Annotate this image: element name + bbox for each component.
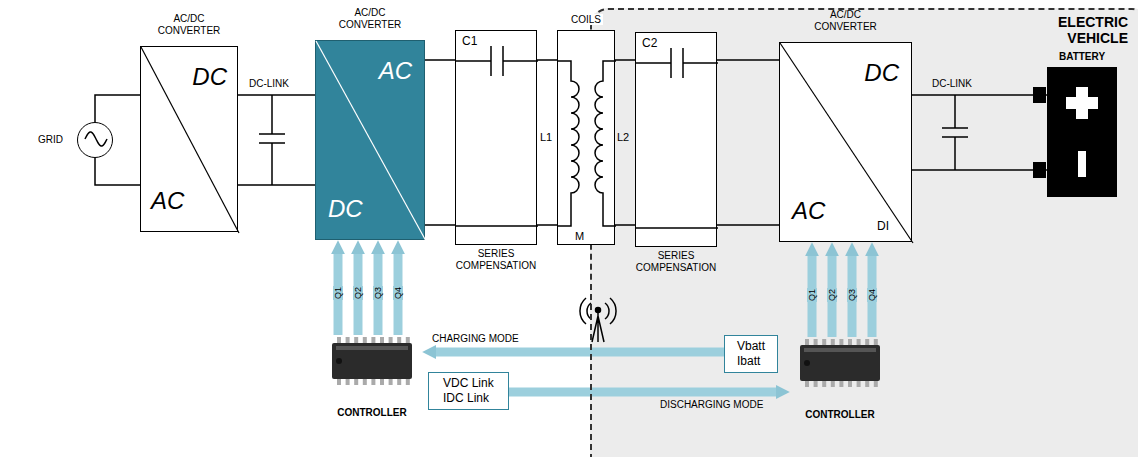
compensation-box: C1SERIES COMPENSATION (455, 30, 537, 245)
converter-box: AC/DC CONVERTERACDC (315, 40, 425, 240)
dc-link-capacitor (942, 95, 968, 170)
edge-label: Q1 (333, 285, 343, 299)
node-text: DC (328, 195, 363, 223)
coils-box: COILSL1L2M (557, 30, 615, 245)
measurement-box: VDC LinkIDC Link (428, 372, 509, 410)
node-text: DC (192, 63, 227, 91)
plus-sign (1066, 87, 1098, 119)
capacitor-symbol (456, 46, 538, 226)
node-text: Vbatt (737, 339, 765, 354)
node-text: AC (151, 187, 184, 215)
edge-label: Q2 (353, 285, 363, 299)
node-text: AC/DC CONVERTER (149, 13, 229, 37)
node-text: Ibatt (737, 354, 765, 369)
node-text: L2 (617, 131, 629, 143)
link-label: DC-LINK (249, 78, 289, 89)
controller-chip: CONTROLLER (790, 337, 890, 422)
grid-outline (78, 123, 112, 157)
node-text: DC (864, 59, 899, 87)
coil-winding (595, 61, 616, 226)
node-text: AC/DC CONVERTER (806, 9, 886, 33)
node-text: CONTROLLER (790, 409, 890, 420)
edge-label: Q2 (827, 287, 837, 301)
node-text: L1 (540, 131, 552, 143)
chip-icon (332, 337, 412, 385)
node-text: DI (877, 219, 889, 233)
edge-label: Q1 (807, 287, 817, 301)
measurement-box: VbattIbatt (724, 335, 778, 373)
power-wire (615, 60, 635, 225)
converter-box: AC/DC CONVERTERDCAC (140, 46, 238, 232)
edge-label: Q4 (867, 287, 877, 301)
node-text: IDC Link (443, 391, 494, 406)
node-text: SERIES COMPENSATION (631, 250, 721, 274)
signal-arrow (394, 250, 403, 335)
minus-sign (1078, 151, 1086, 177)
chip-icon (800, 339, 880, 387)
coil-winding (558, 61, 579, 226)
battery-outline (1047, 67, 1117, 197)
power-wire (238, 95, 315, 185)
signal-arrow (848, 252, 857, 337)
power-wire (912, 95, 1047, 170)
capacitor-symbol (636, 48, 718, 228)
edge-label: CHARGING MODE (432, 333, 519, 344)
sine-symbol (85, 132, 107, 146)
converter-diagonal (780, 43, 913, 243)
cap-outline (456, 31, 536, 244)
node-text: AC (792, 197, 825, 225)
converter-diagonal (141, 47, 239, 233)
signal-arrow (808, 252, 817, 337)
signal-arrow (509, 388, 780, 397)
edge-label: Q3 (373, 285, 383, 299)
power-wire (717, 60, 779, 225)
node-text: BATTERY (1059, 51, 1105, 62)
power-wire (537, 60, 557, 225)
signal-arrow (334, 250, 343, 335)
node-text: SERIES COMPENSATION (451, 248, 541, 272)
node-text: C2 (642, 36, 657, 50)
node-text: C1 (462, 34, 477, 48)
edge-label: DISCHARGING MODE (660, 399, 763, 410)
controller-chip: CONTROLLER (322, 335, 422, 420)
node-text: AC (379, 57, 412, 85)
node-text: M (575, 230, 584, 242)
edge-label: Q3 (847, 287, 857, 301)
compensation-box: C2SERIES COMPENSATION (635, 32, 717, 247)
node-text: COILS (569, 14, 603, 25)
link-label: DC-LINK (932, 78, 972, 89)
edge-label: Q4 (393, 285, 403, 299)
node-text: ELECTRIC VEHICLE (1038, 14, 1128, 46)
signal-arrow (432, 348, 724, 357)
node-text: VDC Link (443, 376, 494, 391)
power-wire (425, 60, 455, 225)
node-text: AC/DC CONVERTER (330, 7, 410, 31)
converter-diagonal (316, 41, 426, 241)
grid-source: GRID (77, 122, 113, 158)
antenna-symbol (580, 298, 616, 342)
vehicle-region: C2SERIES COMPENSATIONAC/DC CONVERTERDCAC… (590, 8, 1138, 457)
signal-arrow (354, 250, 363, 335)
cap-outline (636, 33, 716, 246)
dc-link-capacitor (259, 95, 285, 185)
signal-arrow (374, 250, 383, 335)
coils-outline (558, 31, 614, 244)
converter-box: AC/DC CONVERTERDCACDI (779, 42, 912, 242)
battery-pack: BATTERY (1047, 67, 1117, 197)
node-text: GRID (38, 134, 63, 145)
node-text: CONTROLLER (322, 407, 422, 418)
signal-arrow (868, 252, 877, 337)
signal-arrow (828, 252, 837, 337)
